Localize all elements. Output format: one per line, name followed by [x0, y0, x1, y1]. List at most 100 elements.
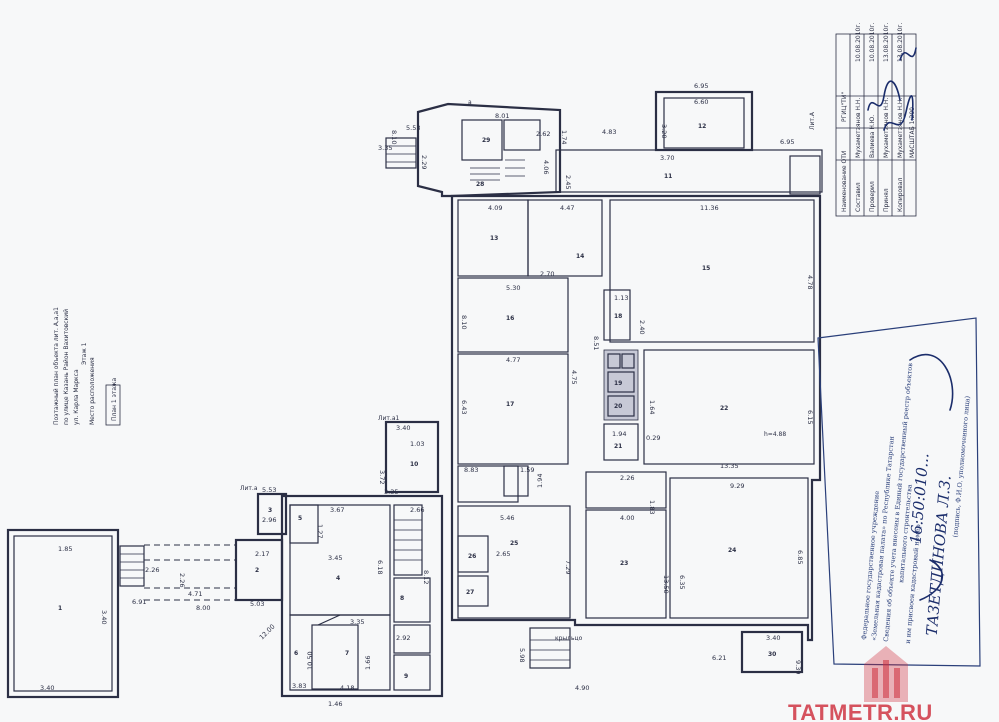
svg-text:4.83: 4.83: [602, 128, 616, 136]
svg-text:4.75: 4.75: [570, 370, 578, 384]
svg-text:13.35: 13.35: [720, 462, 739, 470]
svg-text:1.85: 1.85: [58, 545, 72, 553]
cadastre-stamp: Федеральное государственное учреждение «…: [817, 317, 981, 667]
tower-porch: 8.10 3.35: [378, 130, 417, 169]
svg-text:4.78: 4.78: [806, 275, 814, 289]
lit-a1-block: Лит.а1 3.40 1.03 3.72 10: [378, 415, 440, 494]
svg-text:5.46: 5.46: [500, 514, 514, 522]
svg-text:2.66: 2.66: [410, 506, 424, 514]
svg-text:Принял: Принял: [883, 188, 890, 212]
svg-text:крыльцо: крыльцо: [555, 635, 583, 642]
svg-text:3.40: 3.40: [100, 610, 108, 624]
svg-text:2.26: 2.26: [145, 566, 159, 574]
svg-text:2.70: 2.70: [540, 270, 554, 278]
svg-text:7: 7: [345, 650, 349, 657]
svg-text:6.15: 6.15: [806, 410, 814, 424]
svg-text:2.17: 2.17: [255, 550, 269, 558]
svg-text:3.67: 3.67: [330, 506, 344, 514]
svg-text:3.20: 3.20: [660, 124, 668, 138]
svg-text:6.95: 6.95: [780, 138, 794, 146]
title-block-table: Наименование ОТИ РГИЦ"ТИ" Составил Мухам…: [835, 22, 917, 217]
svg-text:9.29: 9.29: [730, 482, 744, 490]
svg-text:6.85: 6.85: [796, 550, 804, 564]
svg-text:4.06: 4.06: [542, 160, 550, 174]
svg-text:8.51: 8.51: [592, 336, 600, 350]
svg-text:Мухаметзянов Н.Н.: Мухаметзянов Н.Н.: [897, 98, 904, 158]
svg-text:РГИЦ"ТИ": РГИЦ"ТИ": [841, 92, 848, 122]
svg-text:16: 16: [506, 315, 514, 322]
svg-text:16:50:010...: 16:50:010...: [907, 452, 933, 544]
svg-text:4: 4: [336, 575, 340, 582]
svg-text:4.09: 4.09: [488, 204, 502, 212]
svg-text:5.30: 5.30: [506, 284, 520, 292]
svg-text:19: 19: [614, 380, 622, 387]
svg-text:МАСШТАБ 1:200: МАСШТАБ 1:200: [909, 107, 916, 158]
svg-text:1.46: 1.46: [328, 700, 342, 708]
svg-text:2.29: 2.29: [420, 155, 428, 169]
svg-text:3.40: 3.40: [766, 634, 780, 642]
svg-text:7.29: 7.29: [564, 560, 572, 574]
bottom-right-room: 3.40 30 9.39 6.21: [712, 630, 804, 674]
svg-text:Поэтажный план объекта лит. А,: Поэтажный план объекта лит. А,а,а1: [53, 307, 60, 425]
svg-text:12: 12: [698, 123, 706, 130]
svg-text:2.92: 2.92: [396, 634, 410, 642]
svg-text:2.45: 2.45: [564, 175, 572, 189]
dashed-passage: 2.26 4.71 8.00 6.91: [132, 544, 235, 612]
svg-text:10: 10: [410, 461, 418, 468]
watermark-text: TATMETR.RU: [788, 700, 933, 722]
signature-1: [867, 80, 901, 111]
svg-text:4.71: 4.71: [188, 590, 202, 598]
svg-text:Проверил: Проверил: [869, 181, 876, 212]
svg-text:6.35: 6.35: [678, 575, 686, 589]
svg-text:1: 1: [58, 605, 62, 612]
svg-text:8.83: 8.83: [464, 466, 478, 474]
svg-text:3.40: 3.40: [396, 424, 410, 432]
svg-text:Лит.а: Лит.а: [240, 485, 258, 492]
svg-text:Составил: Составил: [855, 182, 862, 212]
svg-text:6.43: 6.43: [460, 400, 468, 414]
svg-text:27: 27: [466, 589, 474, 596]
svg-text:а: а: [468, 99, 472, 106]
svg-text:8.00: 8.00: [196, 604, 210, 612]
lit-a-block: Лит.а 5.53 2.96 3: [240, 485, 288, 536]
svg-text:30: 30: [768, 651, 776, 658]
svg-text:Мухаметзянов Н.Н.: Мухаметзянов Н.Н.: [855, 98, 862, 158]
svg-text:6.21: 6.21: [712, 654, 726, 662]
main-building: 3.70 11 2.45 4.83 1.74 6.95 6.60 3.20 12…: [450, 82, 823, 642]
annex-building: 1.85 3.40 3.40 1: [6, 528, 120, 699]
svg-text:13.08.2010г.: 13.08.2010г.: [897, 22, 904, 62]
svg-text:3: 3: [268, 507, 272, 514]
svg-text:10.08.2010г.: 10.08.2010г.: [855, 22, 862, 62]
svg-text:23: 23: [620, 560, 628, 567]
svg-text:3.83: 3.83: [292, 682, 306, 690]
signature-2: [883, 95, 914, 131]
svg-text:3.40: 3.40: [40, 684, 54, 692]
svg-text:(подпись, Ф.И.О. уполномоченно: (подпись, Ф.И.О. уполномоченного лица): [951, 395, 971, 538]
svg-text:1.13: 1.13: [614, 294, 628, 302]
svg-text:11.36: 11.36: [700, 204, 719, 212]
svg-text:1.74: 1.74: [560, 130, 568, 144]
svg-text:6.18: 6.18: [376, 560, 384, 574]
svg-text:Лит.А: Лит.А: [809, 111, 816, 130]
stamp-signature: [909, 353, 954, 411]
stamp-date-scribble: [919, 559, 944, 601]
svg-text:План 1 этажа: План 1 этажа: [111, 378, 118, 421]
svg-text:2.40: 2.40: [638, 320, 646, 334]
svg-text:5.53: 5.53: [262, 486, 276, 494]
tatmetr-logo-icon: [864, 646, 908, 702]
svg-text:13.08.2010г.: 13.08.2010г.: [883, 22, 890, 62]
svg-text:4.00: 4.00: [620, 514, 634, 522]
svg-text:26: 26: [468, 553, 476, 560]
svg-text:3.35: 3.35: [350, 618, 364, 626]
svg-text:13.50: 13.50: [662, 575, 670, 594]
svg-text:4.47: 4.47: [560, 204, 574, 212]
svg-text:1.27: 1.27: [316, 524, 324, 538]
svg-text:Место расположения: Место расположения: [89, 357, 96, 425]
svg-text:13: 13: [490, 235, 498, 242]
svg-text:10.08.2010г.: 10.08.2010г.: [869, 22, 876, 62]
svg-text:15: 15: [702, 265, 710, 272]
svg-text:21: 21: [614, 443, 622, 450]
svg-text:9: 9: [404, 673, 408, 680]
svg-text:9.39: 9.39: [794, 660, 802, 674]
